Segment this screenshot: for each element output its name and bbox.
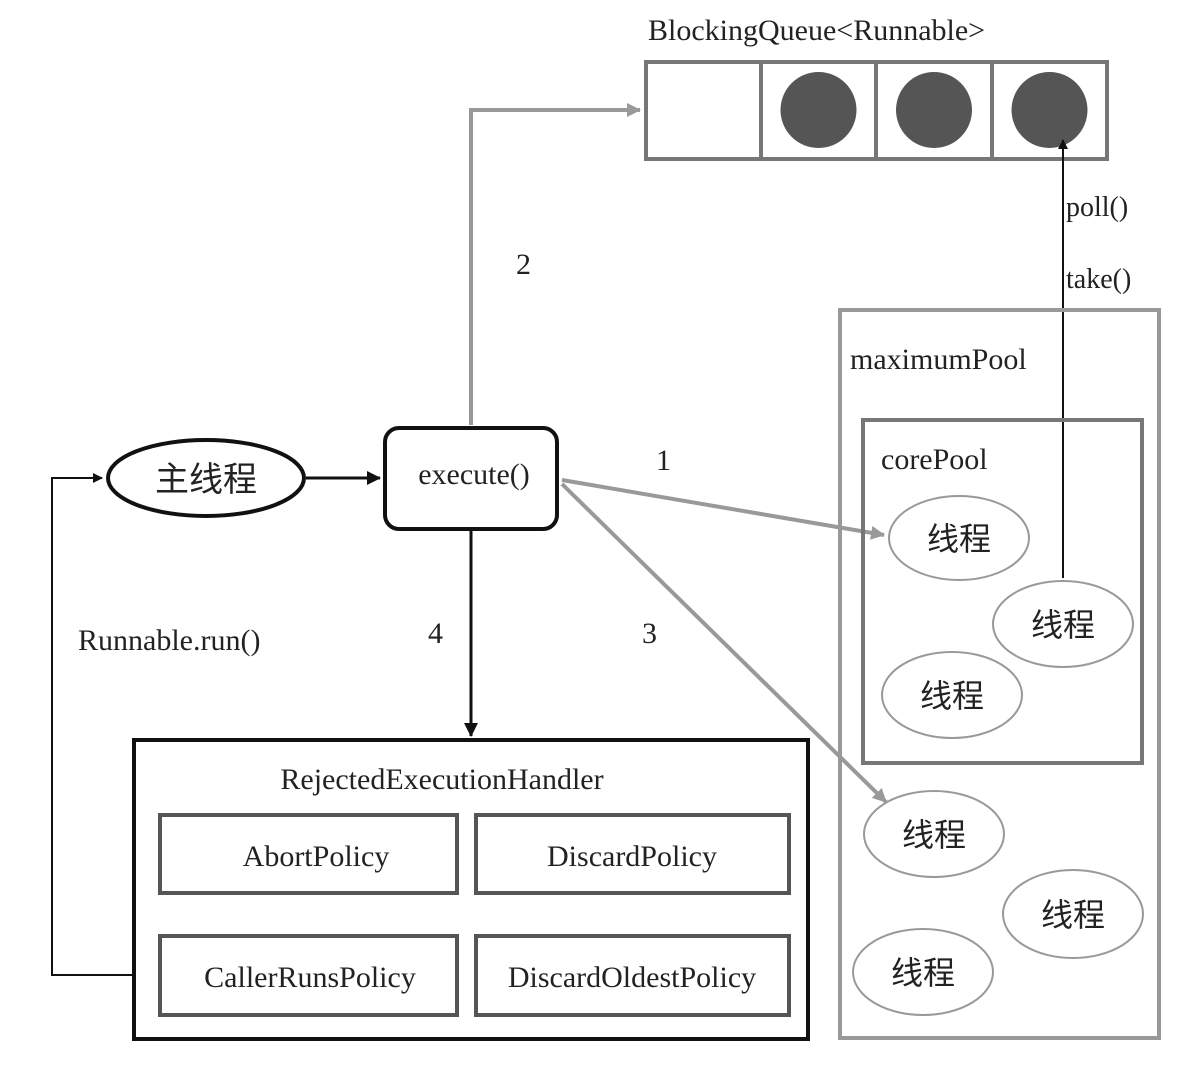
step-4-label: 4 xyxy=(428,617,443,650)
core-thread-node xyxy=(992,580,1134,668)
execute-label: execute() xyxy=(418,458,530,491)
arrow-to-queue xyxy=(469,103,641,425)
discard-policy-label: DiscardPolicy xyxy=(547,840,717,873)
discard-oldest-policy-box xyxy=(474,934,791,1017)
step-2-label: 2 xyxy=(516,248,531,281)
queued-task-ball xyxy=(1011,72,1088,148)
max-thread-label: 线程 xyxy=(902,816,966,854)
arrow-to-core-thread xyxy=(561,478,885,540)
discard-oldest-policy-label: DiscardOldestPolicy xyxy=(508,961,756,994)
discard-policy-box xyxy=(474,813,791,895)
caller-runs-loop-arrow xyxy=(51,473,160,976)
step-1-label: 1 xyxy=(656,444,671,477)
queued-task-ball xyxy=(896,72,972,148)
core-pool-box xyxy=(861,418,1144,765)
queue-slots xyxy=(780,72,1088,148)
max-thread-node xyxy=(852,928,994,1016)
max-thread-label: 线程 xyxy=(1041,896,1105,934)
arrow-to-max-thread xyxy=(560,482,888,804)
caller-runs-policy-label: CallerRunsPolicy xyxy=(204,961,416,994)
core-thread-label: 线程 xyxy=(1031,606,1095,644)
step-3-label: 3 xyxy=(642,617,657,650)
core-thread-node xyxy=(888,495,1030,581)
take-label: take() xyxy=(1066,264,1131,295)
handler-label: RejectedExecutionHandler xyxy=(280,763,603,796)
core-thread-label: 线程 xyxy=(927,520,991,558)
runnable-run-label: Runnable.run() xyxy=(78,624,260,657)
core-pool-label: corePool xyxy=(881,443,988,476)
main-thread-label: 主线程 xyxy=(155,460,257,500)
caller-runs-policy-box xyxy=(158,934,459,1017)
maximum-pool-box xyxy=(838,308,1161,1040)
core-thread-node xyxy=(881,651,1023,739)
blocking-queue xyxy=(644,60,1109,161)
queue-label: BlockingQueue<Runnable> xyxy=(648,14,985,47)
core-thread-label: 线程 xyxy=(920,677,984,715)
main-thread-node xyxy=(106,438,306,518)
execute-node xyxy=(383,426,559,531)
maximum-pool-label: maximumPool xyxy=(850,343,1027,376)
abort-policy-box xyxy=(158,813,459,895)
max-thread-node xyxy=(863,790,1005,878)
max-thread-label: 线程 xyxy=(891,954,955,992)
queued-task-ball xyxy=(780,72,857,148)
max-thread-node xyxy=(1002,869,1144,959)
poll-label: poll() xyxy=(1066,192,1128,223)
abort-policy-label: AbortPolicy xyxy=(243,840,390,873)
